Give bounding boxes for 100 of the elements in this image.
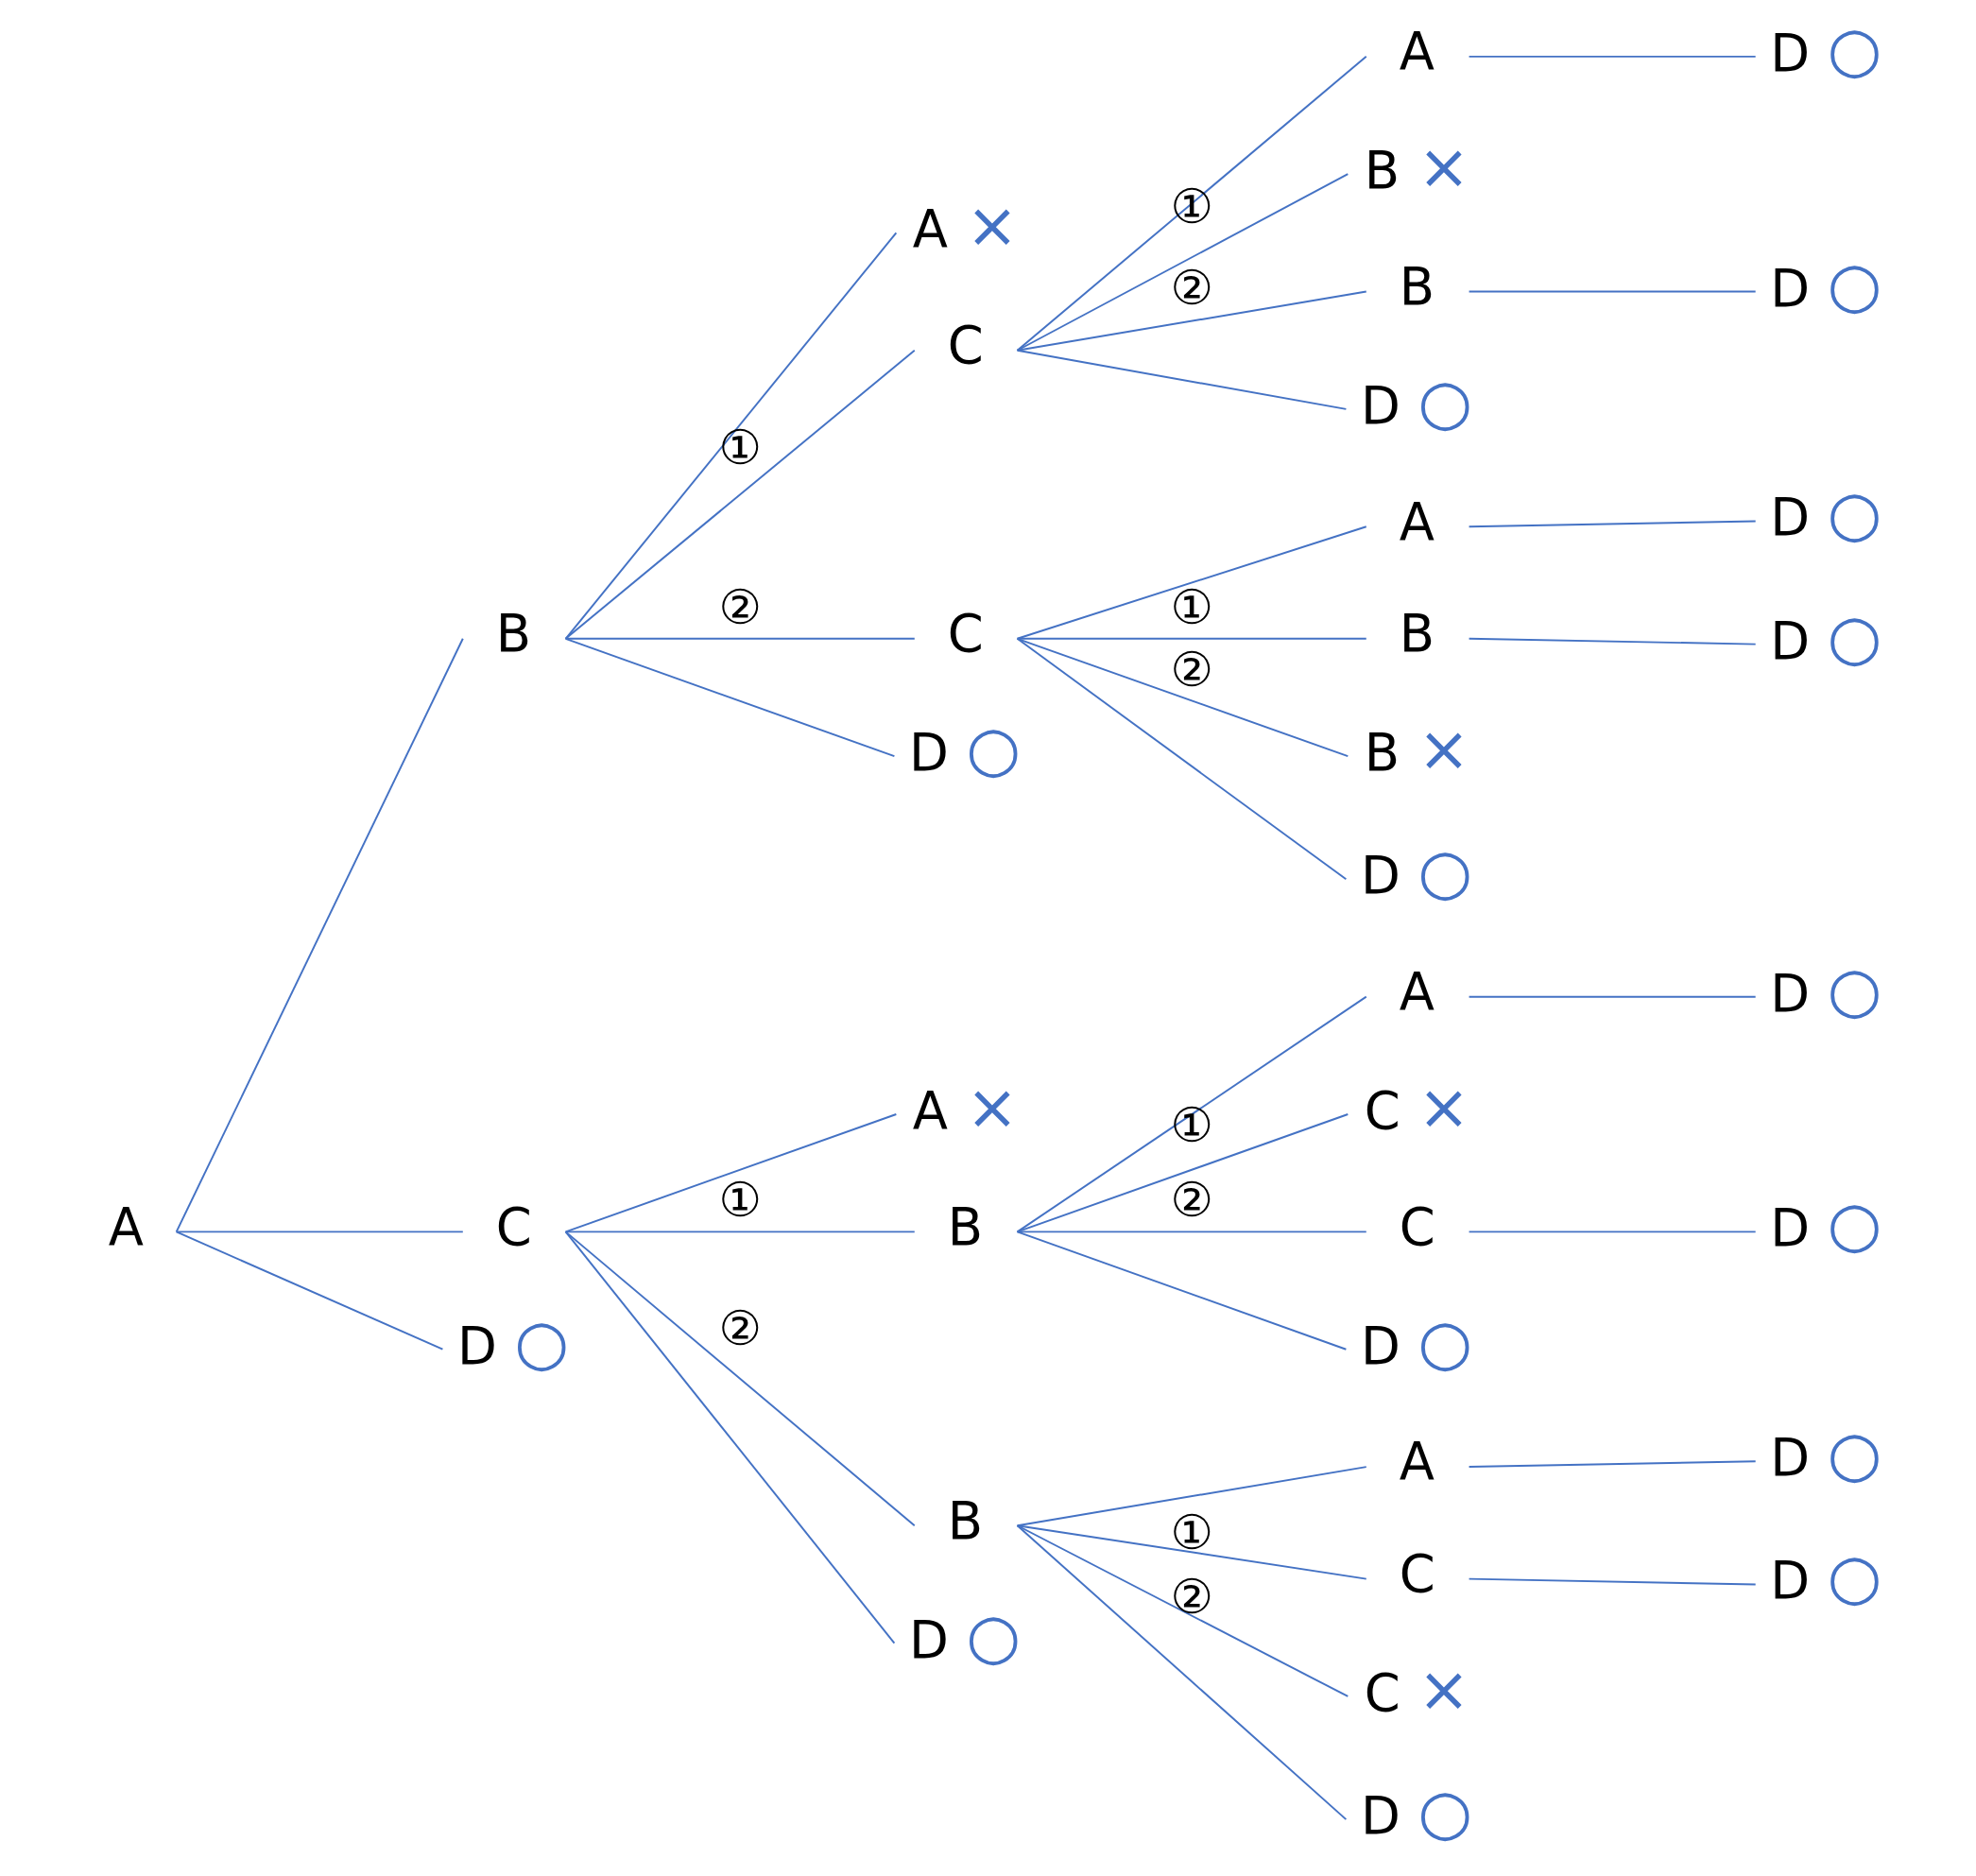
node-label: ○ xyxy=(1827,600,1882,674)
edge-label: ② xyxy=(1170,259,1213,316)
node-text: B xyxy=(1364,723,1400,783)
node-label: ○ xyxy=(966,713,1021,786)
node-label: ○ xyxy=(1418,1305,1472,1379)
connector xyxy=(1016,1524,1349,1697)
node-text: D xyxy=(1770,611,1811,671)
node-text: B xyxy=(947,1490,984,1551)
connector xyxy=(1468,1577,1757,1586)
connector xyxy=(564,637,896,758)
node-label: ○ xyxy=(1418,1776,1472,1850)
connector xyxy=(1468,1460,1757,1469)
node-label: ○ xyxy=(1827,953,1882,1026)
node-text: C xyxy=(495,1196,532,1257)
node-label: ○ xyxy=(1827,248,1882,321)
connector xyxy=(1016,1231,1367,1233)
node-text: D xyxy=(1770,1198,1811,1259)
connector xyxy=(175,637,464,1233)
node-text: C xyxy=(947,316,984,376)
node-text: D xyxy=(1770,488,1811,548)
edge-label: ① xyxy=(1170,1505,1213,1561)
connector xyxy=(1468,290,1757,293)
node-text: D xyxy=(1770,258,1811,318)
edge-label: ② xyxy=(1170,1172,1213,1229)
node-label: × xyxy=(1418,1652,1470,1726)
connector xyxy=(564,1231,916,1527)
connector xyxy=(175,1231,444,1351)
connector xyxy=(175,1231,464,1233)
connector xyxy=(1016,995,1367,1233)
edge-label: ② xyxy=(718,578,762,635)
node-text: A xyxy=(108,1196,145,1257)
node-text: D xyxy=(1770,1551,1811,1611)
connector xyxy=(564,349,916,640)
node-label: ○ xyxy=(1418,835,1472,909)
node-label: × xyxy=(966,1070,1019,1144)
node-text: D xyxy=(1360,846,1400,906)
node-text: A xyxy=(912,1080,949,1141)
node-label: × xyxy=(966,189,1019,263)
node-label: ○ xyxy=(514,1305,569,1379)
node-text: C xyxy=(1364,1080,1400,1141)
connector xyxy=(1016,290,1367,352)
connector xyxy=(1016,173,1349,352)
connector xyxy=(1016,1113,1349,1233)
node-text: A xyxy=(912,199,949,260)
edge-label: ② xyxy=(1170,641,1213,697)
edge-label: ① xyxy=(718,419,762,475)
node-label: × xyxy=(1418,130,1470,204)
node-text: B xyxy=(495,604,532,664)
node-text: D xyxy=(1360,1786,1400,1847)
node-label: ○ xyxy=(1827,1418,1882,1491)
node-text: C xyxy=(1399,1196,1435,1257)
node-label: × xyxy=(1418,1070,1470,1144)
node-text: D xyxy=(908,1609,949,1670)
connector xyxy=(564,232,898,640)
node-label: ○ xyxy=(1827,1540,1882,1614)
node-label: ○ xyxy=(966,1599,1021,1673)
edge-label: ① xyxy=(1170,578,1213,635)
node-label: ○ xyxy=(1418,365,1472,439)
node-text: B xyxy=(1399,256,1435,317)
node-label: × xyxy=(1418,713,1470,786)
node-text: D xyxy=(1360,1316,1400,1376)
connector xyxy=(564,1231,896,1644)
node-text: D xyxy=(456,1316,497,1376)
node-label: ○ xyxy=(1827,1188,1882,1262)
edge-label: ② xyxy=(718,1300,762,1357)
node-text: B xyxy=(1399,604,1435,664)
connector xyxy=(1016,637,1349,758)
node-text: A xyxy=(1399,962,1435,1023)
connector xyxy=(1468,637,1757,645)
node-text: D xyxy=(1770,963,1811,1024)
node-text: D xyxy=(1770,1428,1811,1489)
node-text: A xyxy=(1399,491,1435,552)
connector xyxy=(1016,1231,1348,1351)
edge-label: ① xyxy=(1170,1096,1213,1153)
node-label: ○ xyxy=(1827,477,1882,551)
connector xyxy=(1016,1524,1348,1821)
connector xyxy=(1016,1524,1367,1580)
node-text: D xyxy=(908,723,949,783)
connector xyxy=(1016,55,1367,352)
connector xyxy=(564,1113,898,1233)
connector xyxy=(1016,525,1367,640)
node-text: B xyxy=(947,1196,984,1257)
node-text: C xyxy=(1364,1662,1400,1723)
connector xyxy=(1016,637,1348,881)
connector xyxy=(1468,1231,1757,1233)
node-text: C xyxy=(947,604,984,664)
connector xyxy=(1468,55,1757,58)
connector xyxy=(1468,520,1757,528)
connector xyxy=(1016,1466,1367,1527)
connector xyxy=(1468,995,1757,998)
edge-label: ② xyxy=(1170,1569,1213,1626)
connector xyxy=(1016,349,1348,410)
connector xyxy=(564,1231,916,1233)
node-text: D xyxy=(1770,23,1811,83)
node-text: C xyxy=(1399,1544,1435,1605)
node-text: D xyxy=(1360,375,1400,436)
node-text: A xyxy=(1399,22,1435,82)
edge-label: ① xyxy=(718,1172,762,1229)
node-text: B xyxy=(1364,141,1400,201)
node-text: A xyxy=(1399,1432,1435,1492)
